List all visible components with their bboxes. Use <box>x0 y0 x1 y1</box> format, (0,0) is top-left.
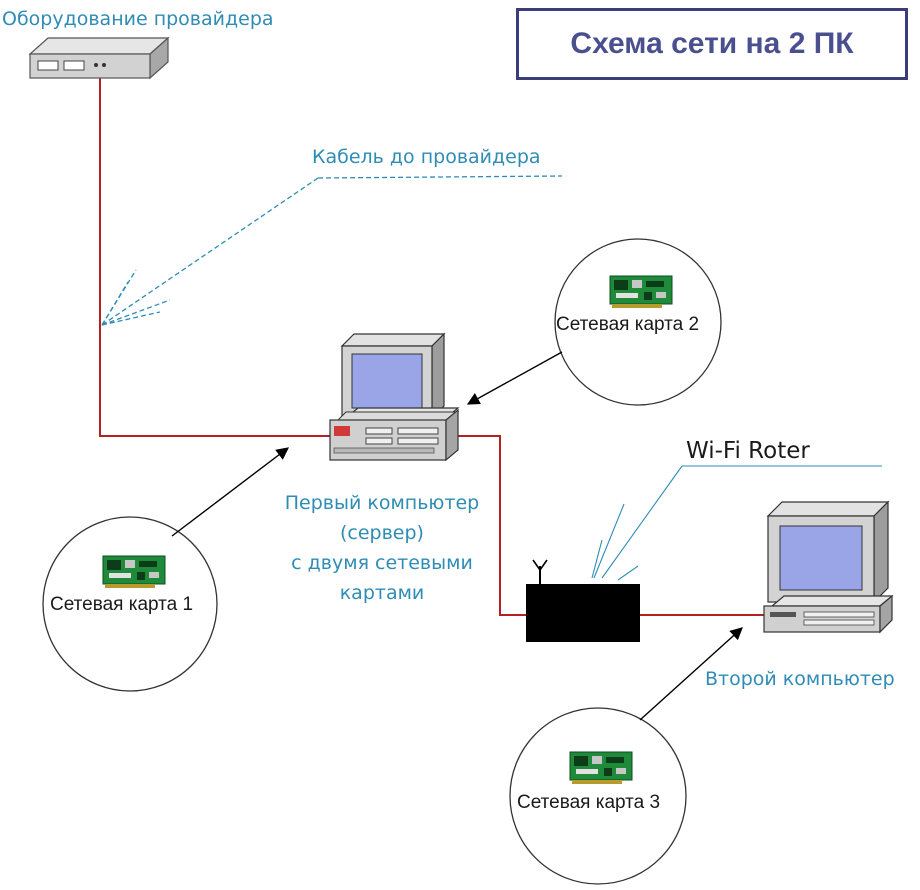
provider-cable-label: Кабель до провайдера <box>312 146 541 168</box>
server-label-line4: картами <box>339 582 425 604</box>
server-label: Первый компьютер (сервер) с двумя сетевы… <box>262 488 502 608</box>
diagram-title: Схема сети на 2 ПК <box>516 8 908 80</box>
router-label-pointers <box>591 465 882 581</box>
network-card-icon <box>569 751 633 785</box>
card2-arrow <box>466 351 563 405</box>
server-label-line3: с двумя сетевыми <box>291 552 473 574</box>
server-pc-icon <box>329 332 460 462</box>
router-label: Wi-Fi Roter <box>686 438 810 464</box>
server-label-line2: (сервер) <box>340 522 424 544</box>
provider-cable-pointers <box>101 175 563 326</box>
network-card-icon <box>102 555 166 589</box>
network-card-3-bubble <box>509 707 687 885</box>
client-pc-icon <box>763 500 894 634</box>
server-label-line1: Первый компьютер <box>284 492 480 514</box>
provider-equipment-label: Оборудование провайдера <box>2 8 274 30</box>
cable-lines <box>99 78 768 616</box>
provider-cable-line <box>99 78 330 437</box>
network-card-1-bubble <box>42 516 218 692</box>
network-card-2-bubble <box>554 238 722 406</box>
card1-arrow <box>171 447 290 537</box>
network-card-icon <box>609 275 673 309</box>
server-router-cable <box>456 435 526 616</box>
router-icon <box>526 559 640 642</box>
second-pc-label: Второй компьютер <box>705 668 895 690</box>
modem-icon <box>28 36 170 80</box>
card2-label: Сетевая карта 2 <box>556 314 700 335</box>
card3-arrow <box>639 627 743 721</box>
card3-label: Сетевая карта 3 <box>517 792 661 813</box>
card1-label: Сетевая карта 1 <box>50 594 194 615</box>
